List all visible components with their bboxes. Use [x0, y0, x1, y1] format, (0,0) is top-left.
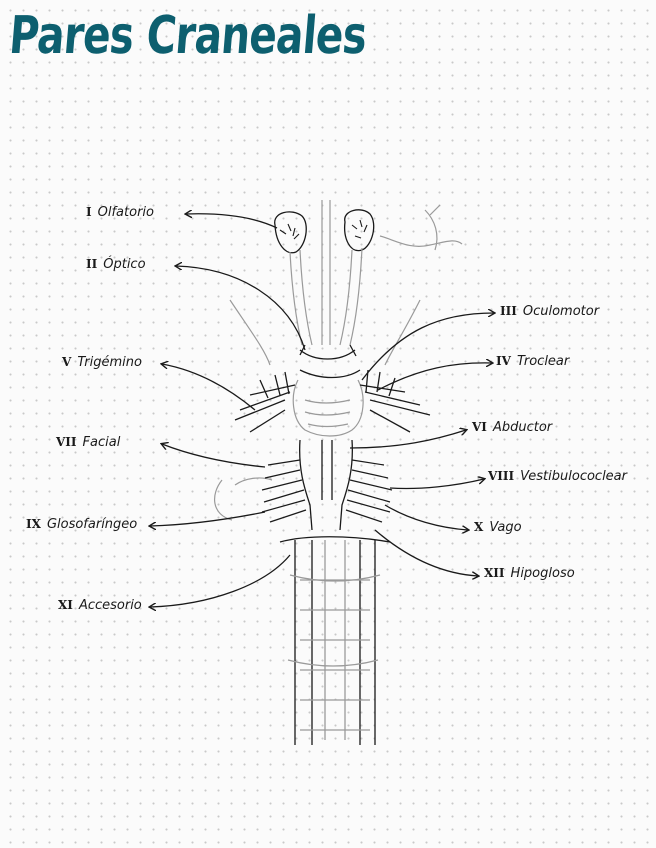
label-facial: VII Facial [56, 435, 120, 450]
numeral-trigemino: V [62, 355, 72, 369]
arrow-facial [162, 444, 266, 468]
numeral-oculomotor: III [500, 304, 517, 318]
numeral-olfatorio: I [86, 205, 92, 219]
arrow-glosofaringeo [150, 511, 266, 526]
numeral-troclear: IV [496, 354, 511, 368]
name-abductor: Abductor [492, 420, 553, 435]
numeral-accesorio: XI [58, 598, 73, 612]
name-glosofaringeo: Glosofaríngeo [46, 517, 138, 532]
label-oculomotor: III Oculomotor [500, 304, 599, 319]
label-trigemino: V Trigémino [62, 355, 142, 370]
name-vestibulococlear: Vestibulococlear [520, 469, 627, 484]
name-optico: Óptico [103, 257, 146, 272]
label-accesorio: XI Accesorio [58, 598, 142, 613]
numeral-hipogloso: XII [484, 566, 505, 580]
label-hipogloso: XII Hipogloso [484, 566, 575, 581]
arrow-oculomotor [361, 313, 494, 381]
arrow-olfatorio [186, 214, 278, 229]
arrow-vago [384, 504, 468, 530]
numeral-glosofaringeo: IX [26, 517, 41, 531]
name-accesorio: Accesorio [78, 598, 142, 613]
arrow-hipogloso [374, 529, 478, 576]
numeral-vestibulococlear: VIII [488, 469, 515, 483]
label-glosofaringeo: IX Glosofaríngeo [26, 517, 137, 532]
name-olfatorio: Olfatorio [97, 205, 154, 220]
arrow-vestibulococlear [389, 479, 484, 490]
name-troclear: Troclear [516, 354, 570, 369]
name-facial: Facial [82, 435, 121, 450]
callout-arrows [150, 214, 494, 607]
cranial-nerve-rootlets [261, 459, 393, 523]
arrow-troclear [377, 363, 492, 391]
numeral-abductor: VI [472, 420, 487, 434]
arrow-abductor [349, 430, 466, 449]
name-oculomotor: Oculomotor [522, 304, 600, 319]
medulla [299, 439, 353, 531]
label-troclear: IV Troclear [496, 354, 569, 369]
label-olfatorio: I Olfatorio [86, 205, 154, 220]
pons [292, 379, 364, 437]
label-vestibulococlear: VIII Vestibulococlear [488, 469, 627, 484]
brain-outline-sketch [214, 204, 463, 521]
label-optico: II Óptico [86, 257, 146, 272]
spinal-cord [279, 536, 391, 745]
name-trigemino: Trigémino [77, 355, 142, 370]
name-vago: Vago [489, 520, 522, 535]
name-hipogloso: Hipogloso [510, 566, 575, 581]
olfactory-tracts [289, 200, 363, 346]
numeral-facial: VII [56, 435, 77, 449]
page-title: Pares Craneales [7, 6, 369, 66]
numeral-optico: II [86, 257, 98, 271]
arrow-trigemino [162, 364, 256, 411]
optic-chiasm [299, 344, 361, 379]
label-vago: X Vago [474, 520, 522, 535]
trigeminal-roots [234, 369, 431, 433]
arrow-optico [176, 266, 306, 351]
olfactory-bulbs [274, 209, 375, 254]
label-abductor: VI Abductor [472, 420, 552, 435]
numeral-vago: X [474, 520, 484, 534]
arrow-accesorio [150, 554, 291, 607]
